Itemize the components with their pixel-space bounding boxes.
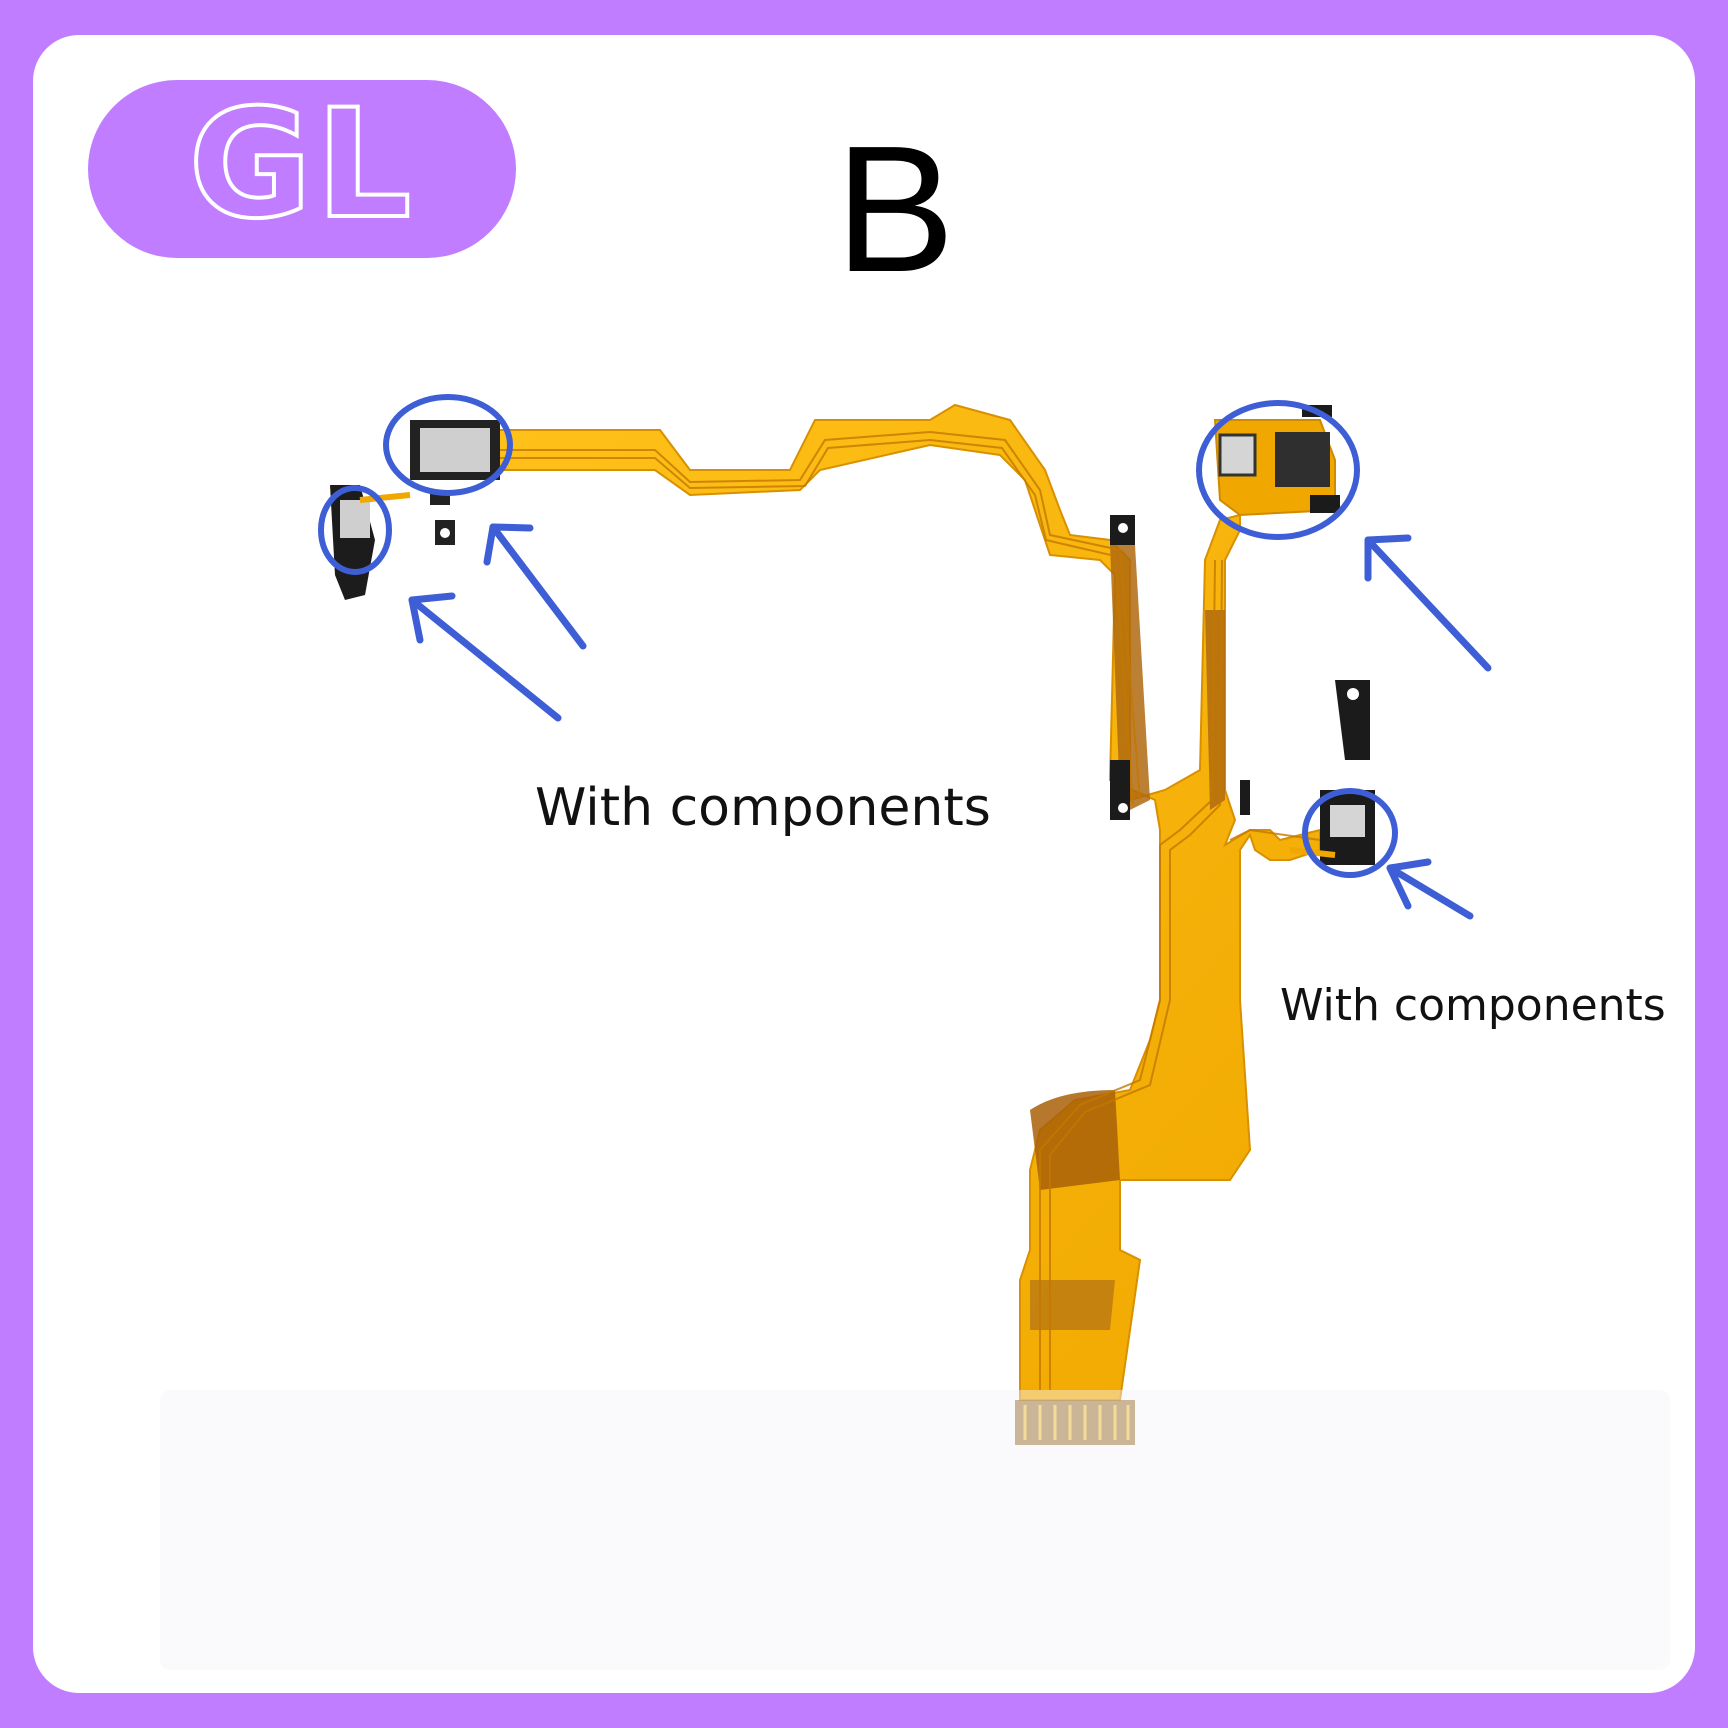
bottom-contact-lines xyxy=(1023,1405,1130,1440)
highlight-circle-far-left xyxy=(318,485,392,575)
highlight-circle-top-right xyxy=(1196,400,1360,540)
highlight-circle-right xyxy=(1302,788,1398,878)
annotation-label-right: With components xyxy=(1280,980,1666,1031)
connector-far-left xyxy=(330,485,411,600)
connector-top-left xyxy=(410,420,500,545)
arrow-right-2 xyxy=(1386,858,1474,920)
ribbon-top xyxy=(469,403,1321,1401)
mounting-brackets xyxy=(1110,515,1370,820)
annotation-label-left: With components xyxy=(535,778,991,838)
brand-badge: GL xyxy=(88,80,516,258)
connector-top-right xyxy=(1213,405,1340,517)
bracket-holes xyxy=(1118,523,1359,813)
highlight-circles xyxy=(318,394,1398,878)
watermark-area xyxy=(160,1390,1670,1670)
arrow-left-2 xyxy=(483,523,587,650)
arrows xyxy=(408,523,1492,920)
arrow-left-1 xyxy=(408,592,562,722)
highlight-circle-top-left xyxy=(383,394,513,496)
variant-letter: B xyxy=(834,109,956,310)
stiffener-lower xyxy=(1030,1090,1120,1190)
brand-badge-text: GL xyxy=(187,78,416,252)
arrow-right-1 xyxy=(1364,534,1492,672)
stiffener-bottom xyxy=(1030,1280,1115,1330)
trace-lines xyxy=(480,430,1321,1390)
